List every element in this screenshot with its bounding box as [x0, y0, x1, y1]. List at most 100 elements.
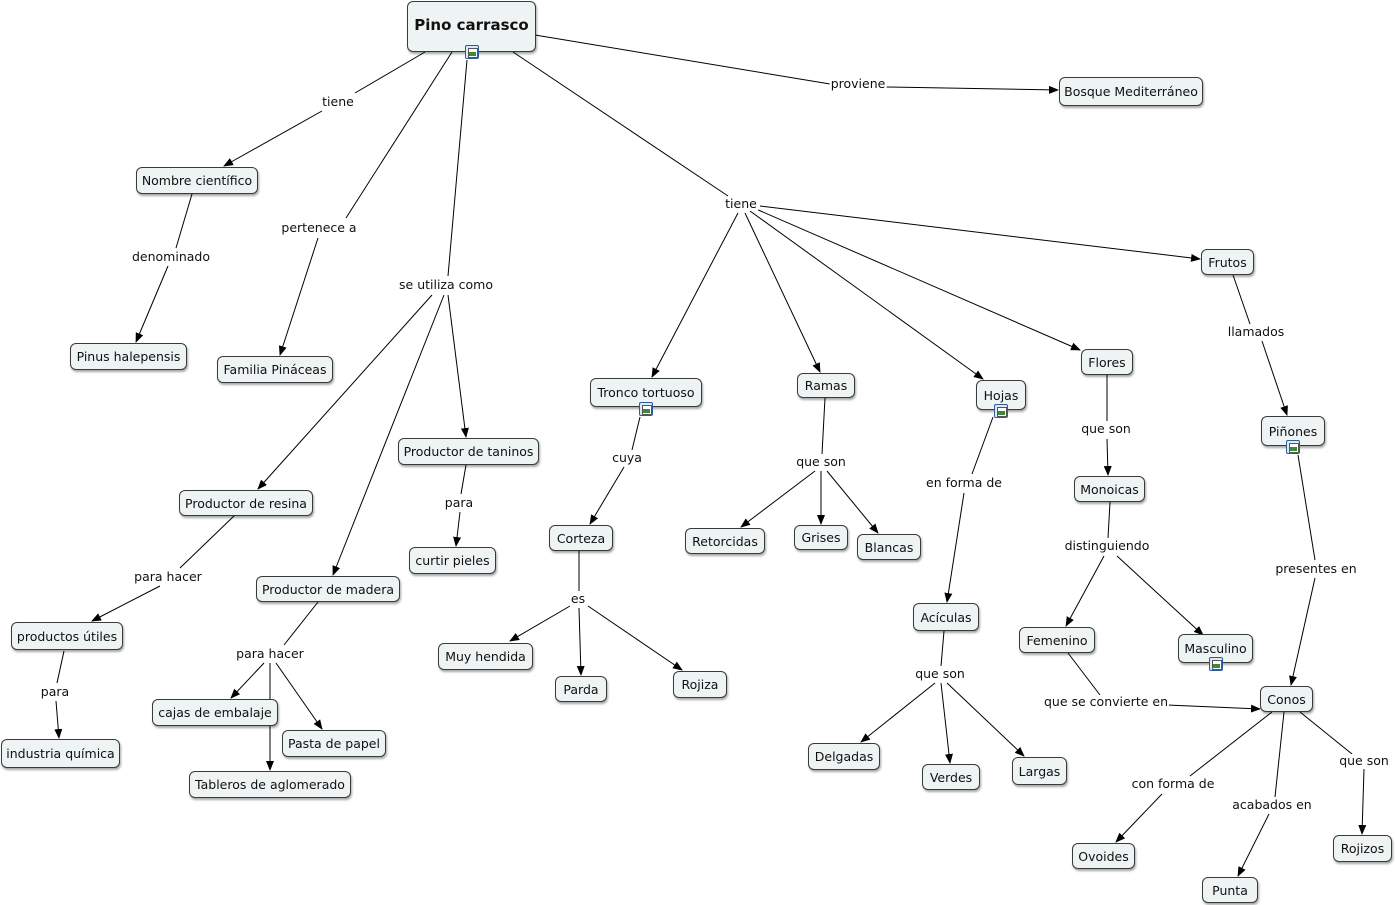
node-label: Punta	[1212, 882, 1248, 898]
node-cajas-embalaje[interactable]: cajas de embalaje	[152, 699, 278, 726]
node-familia-pinaceas[interactable]: Familia Pináceas	[217, 356, 333, 383]
node-label: productos útiles	[16, 628, 118, 644]
link-label-pertenece: pertenece a	[280, 220, 358, 235]
link-label-acabados-en: acabados en	[1231, 797, 1313, 812]
node-blancas[interactable]: Blancas	[857, 534, 921, 560]
node-label: Productor de taninos	[403, 444, 534, 459]
node-label: cajas de embalaje	[158, 705, 272, 720]
node-label: Nombre científico	[141, 173, 253, 188]
node-label: Hojas	[983, 387, 1019, 403]
link-label-proviene: proviene	[829, 76, 887, 91]
node-hojas[interactable]: Hojas	[976, 380, 1026, 418]
node-label: Familia Pináceas	[223, 362, 327, 377]
node-label: Pasta de papel	[288, 736, 380, 751]
node-label: Delgadas	[814, 749, 874, 764]
node-punta[interactable]: Punta	[1202, 877, 1258, 903]
node-parda[interactable]: Parda	[555, 676, 607, 702]
node-pinones[interactable]: Piñones	[1261, 416, 1325, 454]
node-label: Largas	[1018, 763, 1061, 779]
link-label-se-utiliza: se utiliza como	[398, 277, 494, 292]
node-label: Ramas	[804, 378, 848, 393]
link-label-denominado: denominado	[130, 249, 212, 264]
node-label: Acículas	[920, 609, 972, 625]
node-label: Verdes	[929, 769, 973, 785]
link-label-que-son: que son	[795, 454, 847, 469]
node-label: Tronco tortuoso	[597, 385, 695, 400]
node-masculino[interactable]: Masculino	[1178, 634, 1253, 671]
node-bosque-mediterraneo[interactable]: Bosque Mediterráneo	[1059, 77, 1203, 106]
node-label: Pino carrasco	[414, 16, 529, 34]
link-label-para-hacer: para hacer	[133, 569, 203, 584]
node-label: Muy hendida	[445, 649, 526, 664]
node-label: Tableros de aglomerado	[195, 777, 345, 792]
node-tronco-tortuoso[interactable]: Tronco tortuoso	[590, 378, 702, 416]
node-retorcidas[interactable]: Retorcidas	[685, 528, 765, 554]
link-label-es: es	[569, 591, 587, 606]
node-femenino[interactable]: Femenino	[1019, 627, 1095, 653]
node-monoicas[interactable]: Monoicas	[1074, 476, 1145, 502]
image-icon[interactable]	[1208, 657, 1223, 671]
node-label: Piñones	[1268, 423, 1318, 439]
node-nombre-cientifico[interactable]: Nombre científico	[136, 167, 258, 194]
node-largas[interactable]: Largas	[1012, 757, 1067, 785]
node-rojizos[interactable]: Rojizos	[1333, 835, 1392, 862]
image-icon[interactable]	[639, 402, 653, 416]
node-label: Blancas	[864, 539, 914, 555]
image-icon[interactable]	[464, 45, 479, 59]
node-label: Bosque Mediterráneo	[1064, 84, 1198, 99]
link-label-que-son: que son	[1080, 421, 1132, 436]
node-tableros-aglomerado[interactable]: Tableros de aglomerado	[189, 771, 351, 798]
node-label: Rojizos	[1340, 841, 1385, 856]
node-aciculas[interactable]: Acículas	[913, 603, 979, 631]
node-label: Rojiza	[681, 677, 719, 692]
link-label-que-son: que son	[914, 666, 966, 681]
node-curtir-pieles[interactable]: curtir pieles	[409, 547, 496, 574]
node-conos[interactable]: Conos	[1260, 686, 1313, 712]
node-label: Productor de madera	[261, 581, 395, 597]
node-corteza[interactable]: Corteza	[549, 525, 613, 551]
link-label-tiene: tiene	[321, 94, 355, 109]
node-verdes[interactable]: Verdes	[922, 764, 980, 790]
node-ovoides[interactable]: Ovoides	[1072, 843, 1135, 869]
link-label-con-forma-de: con forma de	[1130, 776, 1216, 791]
node-label: Monoicas	[1080, 481, 1139, 497]
link-label-distinguiendo: distinguiendo	[1063, 538, 1151, 553]
node-rojiza[interactable]: Rojiza	[673, 671, 727, 698]
node-industria-quimica[interactable]: industria química	[1, 739, 120, 768]
node-frutos[interactable]: Frutos	[1201, 249, 1254, 275]
image-icon[interactable]	[1286, 440, 1300, 454]
node-delgadas[interactable]: Delgadas	[808, 743, 880, 770]
node-ramas[interactable]: Ramas	[797, 373, 855, 398]
node-label: Productor de resina	[185, 495, 307, 511]
node-label: Ovoides	[1078, 848, 1129, 864]
node-label: Corteza	[556, 530, 606, 546]
image-icon[interactable]	[994, 404, 1008, 418]
link-label-para: para	[39, 684, 71, 699]
node-pasta-papel[interactable]: Pasta de papel	[282, 730, 386, 757]
link-label-tiene: tiene	[724, 196, 758, 211]
node-productor-taninos[interactable]: Productor de taninos	[398, 438, 539, 465]
link-label-en-forma-de: en forma de	[925, 475, 1003, 490]
node-label: Grises	[801, 530, 841, 545]
node-grises[interactable]: Grises	[794, 525, 848, 550]
node-label: Parda	[563, 681, 599, 697]
node-productor-resina[interactable]: Productor de resina	[179, 490, 313, 516]
node-pinus-halepensis[interactable]: Pinus halepensis	[70, 343, 187, 370]
link-label-para: para	[443, 495, 475, 510]
node-label: Pinus halepensis	[76, 349, 181, 364]
node-productos-utiles[interactable]: productos útiles	[11, 622, 123, 650]
node-flores[interactable]: Flores	[1081, 349, 1133, 375]
link-label-que-son: que son	[1338, 753, 1390, 768]
node-muy-hendida[interactable]: Muy hendida	[438, 643, 533, 670]
node-label: Conos	[1267, 691, 1306, 707]
node-label: industria química	[6, 746, 115, 761]
node-label: curtir pieles	[415, 553, 490, 568]
link-label-cuya: cuya	[611, 450, 643, 465]
node-label: Masculino	[1184, 641, 1247, 656]
node-productor-madera[interactable]: Productor de madera	[256, 576, 400, 602]
node-pino-carrasco[interactable]: Pino carrasco	[407, 1, 536, 59]
node-label: Flores	[1088, 354, 1126, 370]
node-label: Retorcidas	[692, 533, 758, 549]
